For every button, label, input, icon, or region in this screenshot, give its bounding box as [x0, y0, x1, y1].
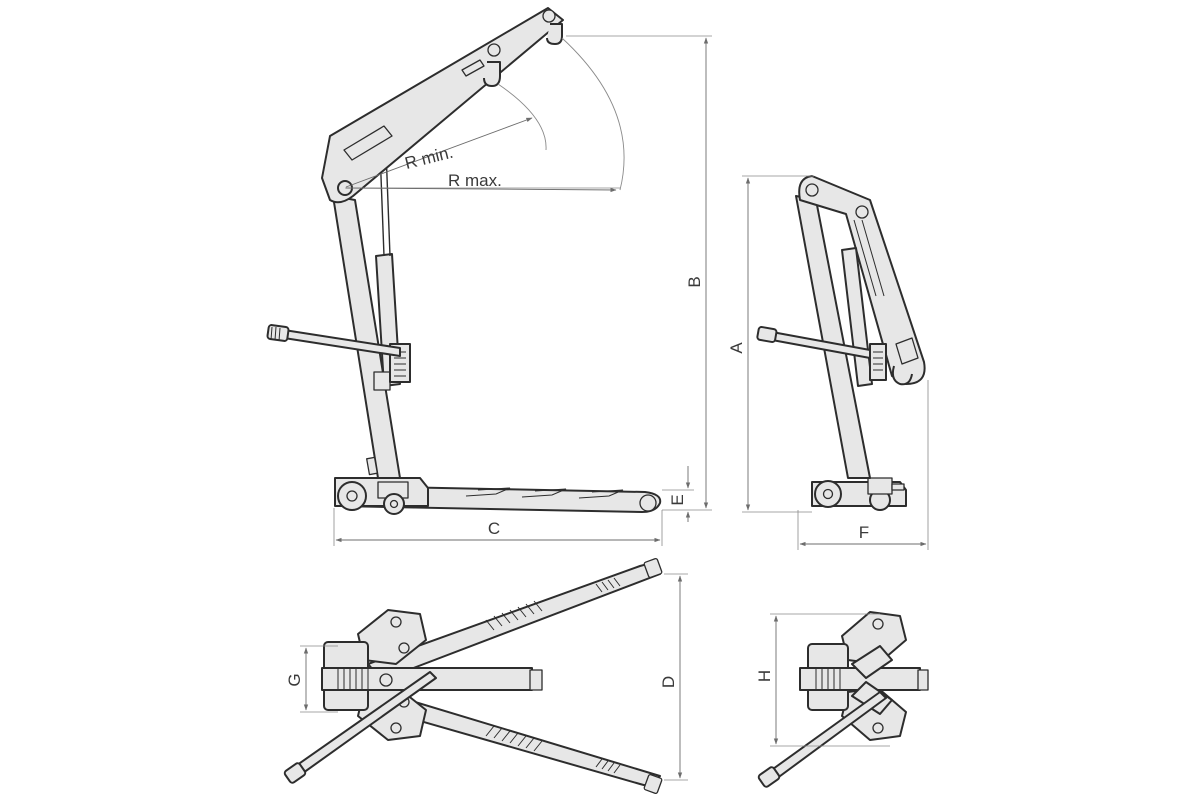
- base-leg-grip: [465, 487, 624, 499]
- r-min-line: [345, 117, 533, 188]
- folded-rear-wheel-hub: [822, 488, 834, 500]
- top-boom-ribs: [337, 668, 369, 690]
- top-handle-grip: [283, 762, 307, 784]
- dimension-d: D: [659, 573, 688, 781]
- r-min-arc: [497, 83, 547, 151]
- r-max-line: [345, 187, 617, 193]
- folded-handle-grip: [756, 326, 778, 343]
- folded-pump-housing: [869, 343, 887, 381]
- crane-side-view: [266, 7, 662, 515]
- boom-label-plate: [343, 125, 393, 161]
- dimension-b-label: B: [685, 276, 704, 287]
- top-lower-leg-end: [643, 774, 663, 794]
- dimension-f: F: [797, 380, 929, 550]
- dimension-h-label: H: [755, 670, 774, 682]
- boom-extension-lock: [461, 59, 485, 77]
- dimension-h: H: [755, 613, 890, 747]
- boom-arm: [321, 7, 564, 204]
- top-upper-hinge-pin: [390, 616, 402, 628]
- dimension-d-label: D: [659, 676, 678, 688]
- pump-knob: [373, 371, 391, 391]
- caster-hub: [389, 499, 399, 509]
- front-wheel: [639, 494, 657, 512]
- dimension-g-label: G: [285, 673, 304, 686]
- folded-hook: [891, 365, 913, 386]
- top-upper-leg-grip: [485, 577, 621, 631]
- folded-caster-bracket: [867, 477, 893, 495]
- dimension-a-label: A: [727, 342, 746, 354]
- boom-pin: [487, 43, 501, 57]
- hook-max: [546, 23, 563, 45]
- dimension-f-extensions: [797, 380, 929, 550]
- handle-grip: [266, 324, 290, 342]
- mast-plate: [366, 456, 378, 476]
- top-folded-boom-ribs: [815, 668, 841, 690]
- r-max-label: R max.: [448, 171, 502, 190]
- top-folded-boom-tip: [917, 669, 929, 691]
- boom-tip-pin: [542, 9, 556, 23]
- rear-wheel-hub: [346, 490, 358, 502]
- top-folded-lower-pin: [872, 722, 884, 734]
- folded-leg-stub: [891, 483, 905, 491]
- dimension-c-label: C: [488, 519, 500, 538]
- dimension-e-label: E: [668, 494, 687, 505]
- top-folded-leg-upper: [851, 645, 893, 679]
- dimension-d-extensions: [664, 573, 688, 781]
- folded-boom-plate: [895, 337, 919, 365]
- top-lower-leg-grip: [485, 725, 621, 774]
- dimension-h-extensions: [770, 613, 890, 747]
- top-boom-tip: [529, 669, 543, 691]
- top-upper-hinge-pin-2: [398, 642, 410, 654]
- dimension-e: E: [662, 466, 694, 522]
- top-upper-leg-end: [643, 558, 663, 578]
- top-boom-pivot: [379, 673, 393, 687]
- dimension-a-extensions: [742, 175, 814, 513]
- folded-cylinder-pin: [855, 205, 869, 219]
- dimension-b: B: [566, 35, 712, 511]
- crane-top-view: [283, 558, 663, 794]
- r-max-arc: [561, 37, 625, 191]
- handle-grip-texture: [270, 326, 281, 342]
- folded-pump-ribs: [873, 351, 883, 371]
- hook-min: [483, 61, 501, 87]
- top-folded-upper-pin: [872, 618, 884, 630]
- caster-bracket: [377, 481, 409, 499]
- dimension-c-extensions: [333, 508, 663, 546]
- dimension-g-extensions: [300, 645, 338, 713]
- dimension-f-label: F: [859, 523, 869, 542]
- dimension-b-extensions: [566, 35, 712, 511]
- top-lower-hinge-pin: [390, 722, 402, 734]
- dimension-c: C: [333, 508, 663, 546]
- crane-top-view-folded: [757, 611, 929, 788]
- dimension-g: G: [285, 645, 338, 713]
- dimension-a: A: [727, 175, 814, 513]
- top-folded-handle-grip: [757, 766, 781, 788]
- folded-boom-edge: [853, 219, 885, 297]
- folded-boom-pivot: [805, 183, 819, 197]
- crane-folded-view: [756, 175, 926, 511]
